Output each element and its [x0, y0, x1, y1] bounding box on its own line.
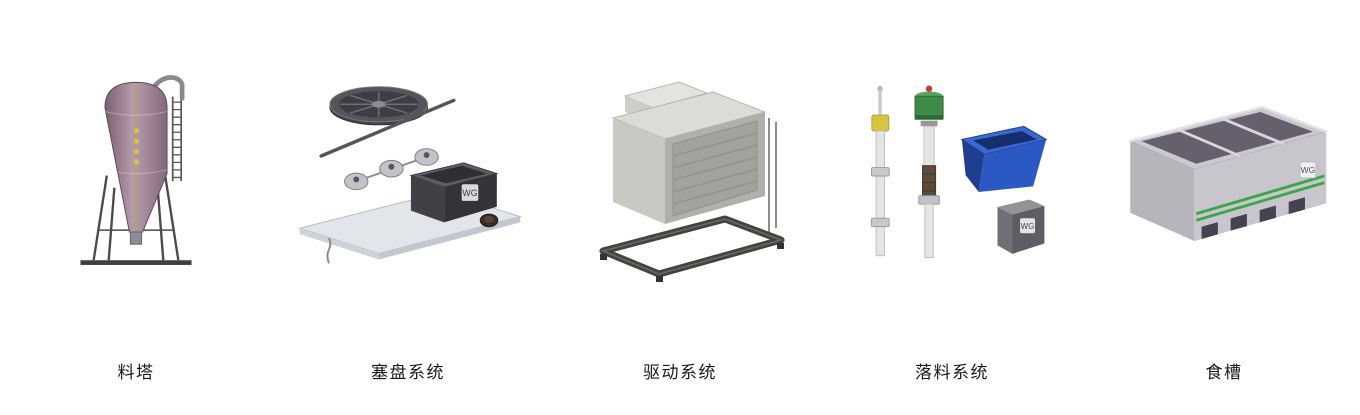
- product-label-feed-trough: 食槽: [1205, 363, 1243, 382]
- product-label-drive-system: 驱动系统: [643, 363, 717, 382]
- green-feed-stripes: [1195, 174, 1325, 222]
- product-label-feed-silo: 料塔: [117, 363, 155, 382]
- wg-logo-text: WG: [1020, 222, 1034, 231]
- level-sensor: [870, 114, 889, 132]
- base-frame: [599, 215, 784, 282]
- trough-dividers: [1175, 115, 1284, 158]
- trough-opening: [1141, 111, 1313, 164]
- wg-logo-plate: [461, 183, 479, 201]
- product-item-feed-trough[interactable]: WG 食槽: [1088, 0, 1360, 415]
- indicator-knob: [925, 85, 932, 93]
- hanging-chain: [326, 237, 332, 264]
- feed-trough-drawing: WG: [1128, 105, 1328, 241]
- wg-logo-text: WG: [462, 188, 477, 198]
- wg-unit-box: WG: [997, 199, 1044, 254]
- product-item-plug-disc-system[interactable]: WG 塞盘系统: [272, 0, 544, 415]
- plug-disc-system-drawing: WG: [297, 85, 523, 264]
- feed-silo-illustration: [56, 50, 216, 302]
- plug-disc-system-illustration: WG: [283, 50, 533, 302]
- drop-feed-system-drawing: WG: [870, 85, 1047, 259]
- drive-tube-assembly: [914, 85, 944, 259]
- corner-unit: WG: [297, 161, 523, 264]
- feed-trough-body: WG: [1128, 105, 1328, 241]
- plug-disc-lid: [329, 85, 429, 125]
- silo-body: [104, 81, 168, 245]
- wg-logo-plate: [1298, 160, 1316, 178]
- silo-outlet: [129, 231, 143, 245]
- wg-logo-plate: [1019, 218, 1035, 234]
- sensor-tube-assembly: [870, 86, 890, 257]
- feed-trough-illustration: WG: [1102, 50, 1347, 302]
- silo-ladder: [171, 96, 183, 182]
- product-item-drop-feed-system[interactable]: WG 落料系统: [816, 0, 1088, 415]
- drive-system-drawing: [599, 81, 784, 282]
- feed-hopper: [960, 125, 1047, 192]
- wg-logo-text: WG: [1300, 165, 1315, 175]
- drop-feed-system-illustration: WG: [840, 50, 1065, 302]
- silo-markings: [134, 128, 139, 165]
- feed-silo-drawing: [80, 75, 192, 265]
- feed-openings: [1201, 196, 1305, 239]
- product-label-plug-disc-system: 塞盘系统: [371, 363, 445, 382]
- product-item-drive-system[interactable]: 驱动系统: [544, 0, 816, 415]
- silo-fill-pipe: [151, 75, 185, 101]
- drive-rod: [319, 98, 456, 158]
- product-item-feed-silo[interactable]: 料塔: [0, 0, 272, 415]
- drive-system-illustration: [573, 50, 788, 302]
- product-label-drop-feed-system: 落料系统: [915, 363, 989, 382]
- drive-unit: [610, 81, 777, 234]
- vent-lines: [672, 132, 757, 205]
- disc-chain: [344, 147, 439, 190]
- tube-clamp: [870, 167, 890, 177]
- side-rods: [767, 118, 777, 234]
